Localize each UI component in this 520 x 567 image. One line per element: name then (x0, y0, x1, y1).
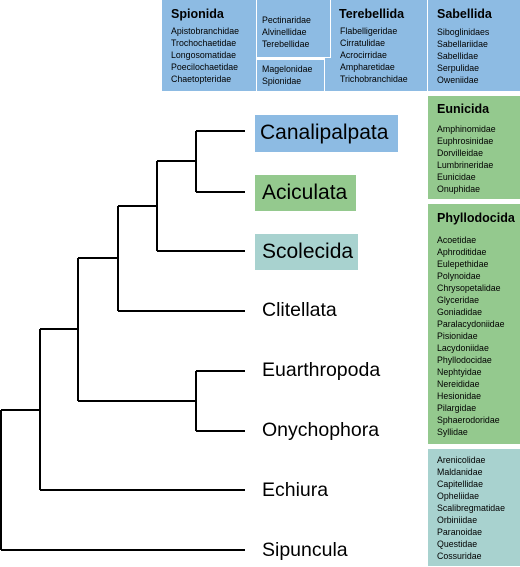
eunicida-family: Eunicidae (437, 172, 476, 182)
phyllodocida-family: Nereididae (437, 379, 480, 389)
phyllodocida-title: Phyllodocida (437, 211, 515, 225)
taxon-sipuncula: Sipuncula (262, 539, 348, 561)
phyllodocida-family: Eulepethidae (437, 259, 489, 269)
scolecida-family: Orbiniidae (437, 515, 478, 525)
middle-upper-family: Pectinaridae (262, 15, 311, 25)
sabellida-family: Sabellidae (437, 51, 479, 61)
canalipalpata-highlight (255, 115, 398, 152)
terebellida-box-top (331, 0, 427, 60)
phyllodocida-family: Lacydoniidae (437, 343, 489, 353)
middle-upper-family: Alvinellidae (262, 27, 307, 37)
scolecida-family: Scalibregmatidae (437, 503, 505, 513)
spionida-title: Spionida (171, 7, 224, 21)
terebellida-family: Cirratulidae (340, 38, 385, 48)
terebellida-family: Flabelligeridae (340, 26, 398, 36)
taxon-clitellata: Clitellata (262, 299, 337, 321)
phyllodocida-family: Polynoidae (437, 271, 481, 281)
terebellida-title: Terebellida (339, 7, 405, 21)
taxon-canalipalpata: Canalipalpata (260, 121, 389, 144)
taxon-aciculata: Aciculata (262, 181, 348, 204)
phyllodocida-family: Paralacydoniidae (437, 319, 505, 329)
spionida-family: Longosomatidae (171, 50, 237, 60)
spionida-family: Trochochaetidae (171, 38, 237, 48)
phyllodocida-family: Glyceridae (437, 295, 480, 305)
middle-lower-box: Magelonidae Spionidae (257, 60, 324, 91)
scolecida-family: Questidae (437, 539, 478, 549)
sabellida-family: Serpulidae (437, 63, 480, 73)
middle-upper-box: Pectinaridae Alvinellidae Terebellidae (257, 0, 330, 57)
sabellida-family: Siboglinidaes (437, 27, 490, 37)
taxon-onychophora: Onychophora (262, 419, 380, 441)
terebellida-family: Ampharetidae (340, 62, 395, 72)
eunicida-family: Dorvilleidae (437, 148, 483, 158)
spionida-box: Spionida Apistobranchidae Trochochaetida… (162, 0, 256, 91)
taxon-echiura: Echiura (262, 479, 329, 501)
phyllodocida-family: Acoetidae (437, 235, 477, 245)
eunicida-family: Euphrosinidae (437, 136, 494, 146)
spionida-family: Apistobranchidae (171, 26, 239, 36)
scolecida-family: Capitellidae (437, 479, 483, 489)
phyllodocida-family: Sphaerodoridae (437, 415, 500, 425)
eunicida-family: Amphinomidae (437, 124, 496, 134)
phyllodocida-family: Phyllodocidae (437, 355, 492, 365)
sabellida-family: Oweniidae (437, 75, 479, 85)
phyllodocida-box: Phyllodocida Acoetidae Aphroditidae Eule… (428, 204, 520, 444)
eunicida-family: Onuphidae (437, 184, 481, 194)
phyllodocida-family: Goniadidae (437, 307, 482, 317)
scolecida-family: Cossuridae (437, 551, 482, 561)
scolecida-family: Arenicolidae (437, 455, 486, 465)
phyllodocida-family: Chrysopetalidae (437, 283, 501, 293)
phyllodocida-family: Pilargidae (437, 403, 477, 413)
sabellida-box: Sabellida Siboglinidaes Sabellariidae Sa… (428, 0, 520, 91)
phyllodocida-family: Aphroditidae (437, 247, 487, 257)
phyllodocida-family: Syllidae (437, 427, 468, 437)
phyllodocida-family: Pisionidae (437, 331, 478, 341)
eunicida-family: Lumbrineridae (437, 160, 494, 170)
eunicida-box: Eunicida Amphinomidae Euphrosinidae Dorv… (428, 96, 520, 199)
spionida-family: Poecilochaetidae (171, 62, 239, 72)
taxon-euarthropoda: Euarthropoda (262, 359, 381, 381)
sabellida-title: Sabellida (437, 7, 492, 21)
spionida-family: Chaetopteridae (171, 74, 232, 84)
scolecida-highlight (255, 234, 358, 270)
sabellida-family: Sabellariidae (437, 39, 488, 49)
taxon-scolecida: Scolecida (262, 240, 354, 263)
eunicida-title: Eunicida (437, 102, 490, 116)
scolecida-families-box: Arenicolidae Maldanidae Capitellidae Oph… (428, 449, 520, 566)
phyllodocida-family: Nephtyidae (437, 367, 482, 377)
scolecida-family: Paranoidae (437, 527, 482, 537)
scolecida-family: Opheliidae (437, 491, 480, 501)
phyllodocida-family: Hesionidae (437, 391, 482, 401)
scolecida-family: Maldanidae (437, 467, 483, 477)
middle-lower-family: Magelonidae (262, 64, 313, 74)
middle-lower-family: Spionidae (262, 76, 302, 86)
terebellida-family: Trichobranchidae (340, 74, 408, 84)
terebellida-box-bottom (325, 58, 427, 91)
middle-upper-family: Terebellidae (262, 39, 310, 49)
terebellida-family: Acrocirridae (340, 50, 387, 60)
aciculata-highlight (255, 175, 356, 211)
